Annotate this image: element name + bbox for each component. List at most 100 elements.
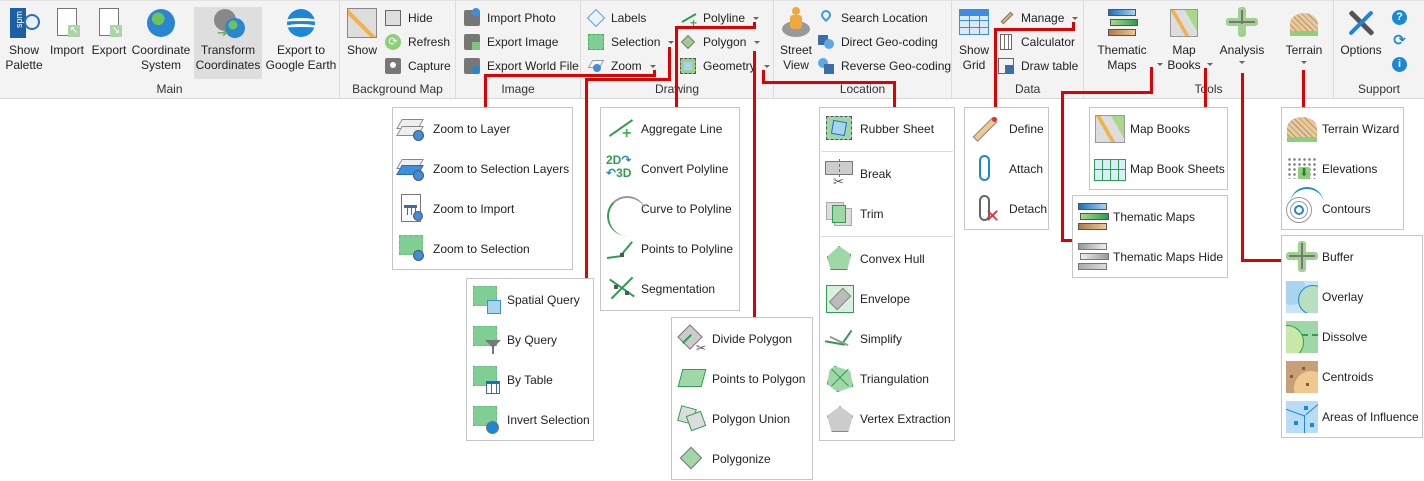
draw-table-button[interactable]: Draw table xyxy=(998,56,1078,76)
menu-item-invert-selection[interactable]: Invert Selection xyxy=(471,402,590,438)
map-books-dropdown-button[interactable]: Map Books xyxy=(1162,7,1213,73)
manage-menu: Define Attach ✕ Detach xyxy=(964,107,1049,230)
street-view-button[interactable]: Street View xyxy=(777,7,815,73)
show-grid-button[interactable]: Show Grid xyxy=(955,7,993,73)
info-icon[interactable]: i xyxy=(1392,57,1407,72)
show-background-map-button[interactable]: Show xyxy=(343,7,381,58)
selection-menu: Spatial Query By Query By Table Invert S… xyxy=(466,278,594,441)
help-icon[interactable]: ? xyxy=(1392,10,1407,25)
menu-item-simplify[interactable]: Simplify xyxy=(824,321,902,357)
capture-background-map-button[interactable]: Capture xyxy=(385,56,451,76)
map-books-menu: Map Books Map Book Sheets xyxy=(1089,107,1228,190)
show-palette-button[interactable]: spm Show Palette xyxy=(4,7,44,73)
map-books-icon xyxy=(1094,113,1126,145)
menu-item-map-book-sheets[interactable]: Map Book Sheets xyxy=(1094,151,1225,187)
menu-item-polygon-union[interactable]: Polygon Union xyxy=(676,401,790,437)
filter-query-icon xyxy=(471,324,503,356)
calculator-button[interactable]: Calculator xyxy=(998,32,1075,52)
import-photo-button[interactable]: Import Photo xyxy=(464,8,556,28)
options-button[interactable]: Options xyxy=(1338,7,1384,58)
show-palette-label-1: Show xyxy=(8,43,40,57)
zoom-icon xyxy=(587,58,605,74)
menu-item-map-books[interactable]: Map Books xyxy=(1094,111,1190,147)
menu-item-polygonize[interactable]: Polygonize xyxy=(676,441,771,477)
menu-item-terrain-wizard[interactable]: Terrain Wizard xyxy=(1286,111,1399,147)
menu-item-dissolve[interactable]: Dissolve xyxy=(1286,319,1367,355)
update-refresh-icon[interactable]: ⟳ xyxy=(1393,32,1406,49)
menu-item-thematic-maps[interactable]: Thematic Maps xyxy=(1077,199,1195,235)
refresh-background-map-button[interactable]: ⟳ Refresh xyxy=(385,32,450,52)
envelope-icon xyxy=(824,283,856,315)
chevron-down-icon xyxy=(753,16,760,20)
labels-button[interactable]: Labels xyxy=(586,8,646,28)
menu-item-label: Thematic Maps Hide xyxy=(1113,250,1224,264)
menu-item-divide-polygon[interactable]: ✂ Divide Polygon xyxy=(676,321,792,357)
points-polyline-icon xyxy=(605,233,637,265)
transform-coordinates-button[interactable]: ➜ Transform Coordinates xyxy=(194,7,262,79)
menu-item-zoom-to-selection-layers[interactable]: Zoom to Selection Layers xyxy=(396,151,569,187)
menu-item-overlay[interactable]: Overlay xyxy=(1286,279,1363,315)
menu-item-convert-polyline[interactable]: 2D↷↶3D Convert Polyline xyxy=(605,151,728,187)
polygon-label: Polygon xyxy=(703,35,747,49)
menu-item-attach[interactable]: Attach xyxy=(969,151,1043,187)
menu-item-break[interactable]: ✂ Break xyxy=(824,156,891,192)
polyline-dropdown-button[interactable]: + Polyline xyxy=(680,8,760,30)
menu-item-segmentation[interactable]: Segmentation xyxy=(605,271,715,307)
menu-item-centroids[interactable]: Centroids xyxy=(1286,359,1373,395)
search-location-button[interactable]: Search Location xyxy=(818,7,928,28)
menu-item-points-to-polygon[interactable]: Points to Polygon xyxy=(676,361,805,397)
menu-item-rubber-sheet[interactable]: Rubber Sheet xyxy=(824,111,934,147)
polygon-dropdown-button[interactable]: Polygon xyxy=(680,32,761,52)
menu-item-contours[interactable]: Contours xyxy=(1286,187,1371,227)
reverse-geocoding-button[interactable]: Reverse Geo-coding xyxy=(818,56,951,76)
analysis-dropdown-button[interactable]: Analysis xyxy=(1214,7,1270,64)
menu-item-vertex-extraction[interactable]: Vertex Extraction xyxy=(824,401,951,437)
geometry-dropdown-button[interactable]: Geometry xyxy=(680,56,770,76)
export-world-file-button[interactable]: Export World File xyxy=(464,56,579,76)
zoom-dropdown-button[interactable]: Zoom xyxy=(587,56,656,76)
manage-dropdown-button[interactable]: Manage xyxy=(998,8,1079,28)
menu-item-convex-hull[interactable]: Convex Hull xyxy=(824,241,925,277)
menu-item-envelope[interactable]: Envelope xyxy=(824,281,910,317)
menu-item-detach[interactable]: ✕ Detach xyxy=(969,191,1047,227)
menu-item-aggregate-line[interactable]: + Aggregate Line xyxy=(605,111,722,147)
menu-item-points-to-polyline[interactable]: Points to Polyline xyxy=(605,231,733,267)
menu-item-label: Spatial Query xyxy=(507,293,580,307)
menu-item-zoom-to-selection[interactable]: Zoom to Selection xyxy=(397,231,530,267)
menu-item-zoom-to-layer[interactable]: Zoom to Layer xyxy=(396,111,510,147)
import-button[interactable]: ↖ Import xyxy=(48,7,86,58)
menu-item-curve-to-polyline[interactable]: Curve to Polyline xyxy=(605,191,732,236)
export-button[interactable]: ↘ Export xyxy=(89,7,129,58)
menu-item-label: Segmentation xyxy=(641,282,716,296)
menu-item-label: Define xyxy=(1009,122,1044,136)
menu-item-thematic-maps-hide[interactable]: Thematic Maps Hide xyxy=(1077,239,1223,275)
menu-item-elevations[interactable]: ⬇ Elevations xyxy=(1286,151,1377,187)
coordinate-system-button[interactable]: Coordinate System xyxy=(131,7,191,73)
menu-item-label: Polygon Union xyxy=(712,412,791,426)
menu-item-spatial-query[interactable]: Spatial Query xyxy=(471,282,580,318)
selection-zoom-icon xyxy=(397,233,429,265)
thematic-maps-dropdown-button[interactable]: Thematic Maps xyxy=(1092,7,1163,73)
menu-item-trim[interactable]: Trim xyxy=(824,196,884,232)
thematic-maps-label-1: Thematic xyxy=(1097,43,1147,57)
export-google-earth-button[interactable]: Export to Google Earth xyxy=(265,7,337,73)
export-google-earth-label-2: Google Earth xyxy=(265,58,337,72)
menu-item-zoom-to-import[interactable]: Zoom to Import xyxy=(397,191,514,227)
menu-item-label: Centroids xyxy=(1322,370,1374,384)
menu-item-define[interactable]: Define xyxy=(969,111,1044,147)
trim-icon xyxy=(824,198,856,230)
menu-item-label: Curve to Polyline xyxy=(641,202,732,216)
terrain-dropdown-button[interactable]: Terrain xyxy=(1278,7,1330,64)
export-image-button[interactable]: Export Image xyxy=(464,32,558,52)
menu-item-by-table[interactable]: By Table xyxy=(471,362,553,398)
menu-item-buffer[interactable]: Buffer xyxy=(1286,239,1354,275)
menu-item-triangulation[interactable]: Triangulation xyxy=(824,361,929,397)
direct-geocoding-button[interactable]: Direct Geo-coding xyxy=(818,32,938,52)
selection-dropdown-button[interactable]: Selection xyxy=(588,32,675,52)
menu-item-label: Invert Selection xyxy=(507,413,590,427)
hide-background-map-button[interactable]: Hide xyxy=(385,8,433,28)
pencil-icon xyxy=(998,10,1014,26)
menu-item-label: Buffer xyxy=(1322,250,1354,264)
menu-item-by-query[interactable]: By Query xyxy=(471,322,557,358)
menu-item-areas-of-influence[interactable]: Areas of Influence xyxy=(1286,399,1419,435)
